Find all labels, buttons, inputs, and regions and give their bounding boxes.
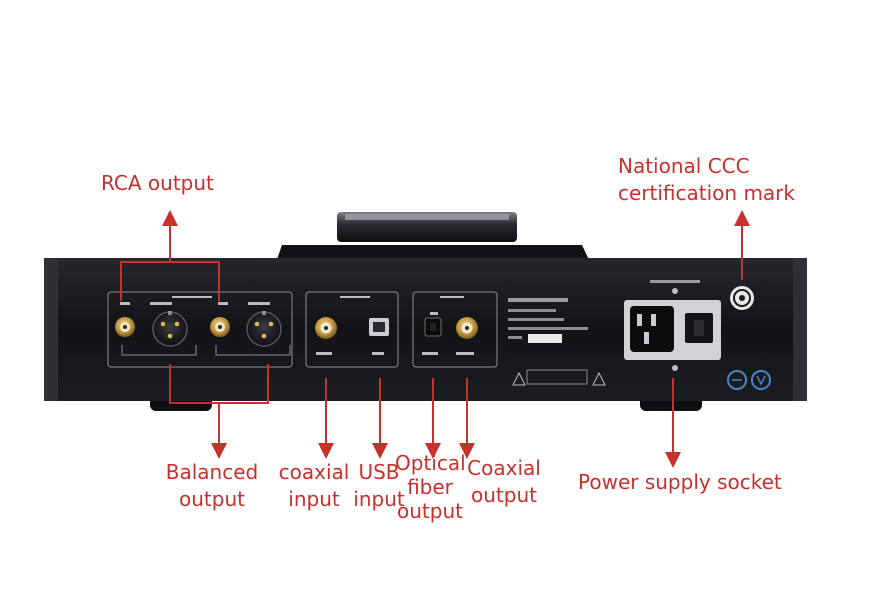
panel-tiny-print xyxy=(120,296,474,355)
annotation-lines xyxy=(120,210,750,468)
analog-output-section xyxy=(107,291,498,368)
label-balanced-output: Balanced output xyxy=(165,460,259,511)
label-ccc-mark: National CCC certification mark xyxy=(618,154,795,205)
ccc-mark-icon xyxy=(730,286,754,310)
label-coaxial-input: coaxial input xyxy=(278,460,350,511)
usb-input-port xyxy=(369,318,389,336)
xlr-jack-left xyxy=(152,311,188,347)
label-coaxial-output: Coaxial output xyxy=(467,456,541,507)
coaxial-output-jack xyxy=(456,317,478,339)
xlr-jack-right xyxy=(246,311,282,347)
recycle-icon xyxy=(727,370,771,390)
rca-jack-right xyxy=(210,317,230,337)
coaxial-input-jack xyxy=(315,317,337,339)
channel-brackets xyxy=(121,345,291,356)
top-transport xyxy=(276,212,590,262)
label-usb-input: USB input xyxy=(353,460,405,511)
spec-label-area xyxy=(508,298,606,386)
label-rca-output: RCA output xyxy=(101,171,214,195)
rca-jack-left xyxy=(115,317,135,337)
label-optical-fiber-output: Optical fiber output xyxy=(395,451,466,523)
optical-output-port xyxy=(424,317,442,337)
power-section xyxy=(624,280,721,371)
label-power-supply-socket: Power supply socket xyxy=(578,470,782,494)
